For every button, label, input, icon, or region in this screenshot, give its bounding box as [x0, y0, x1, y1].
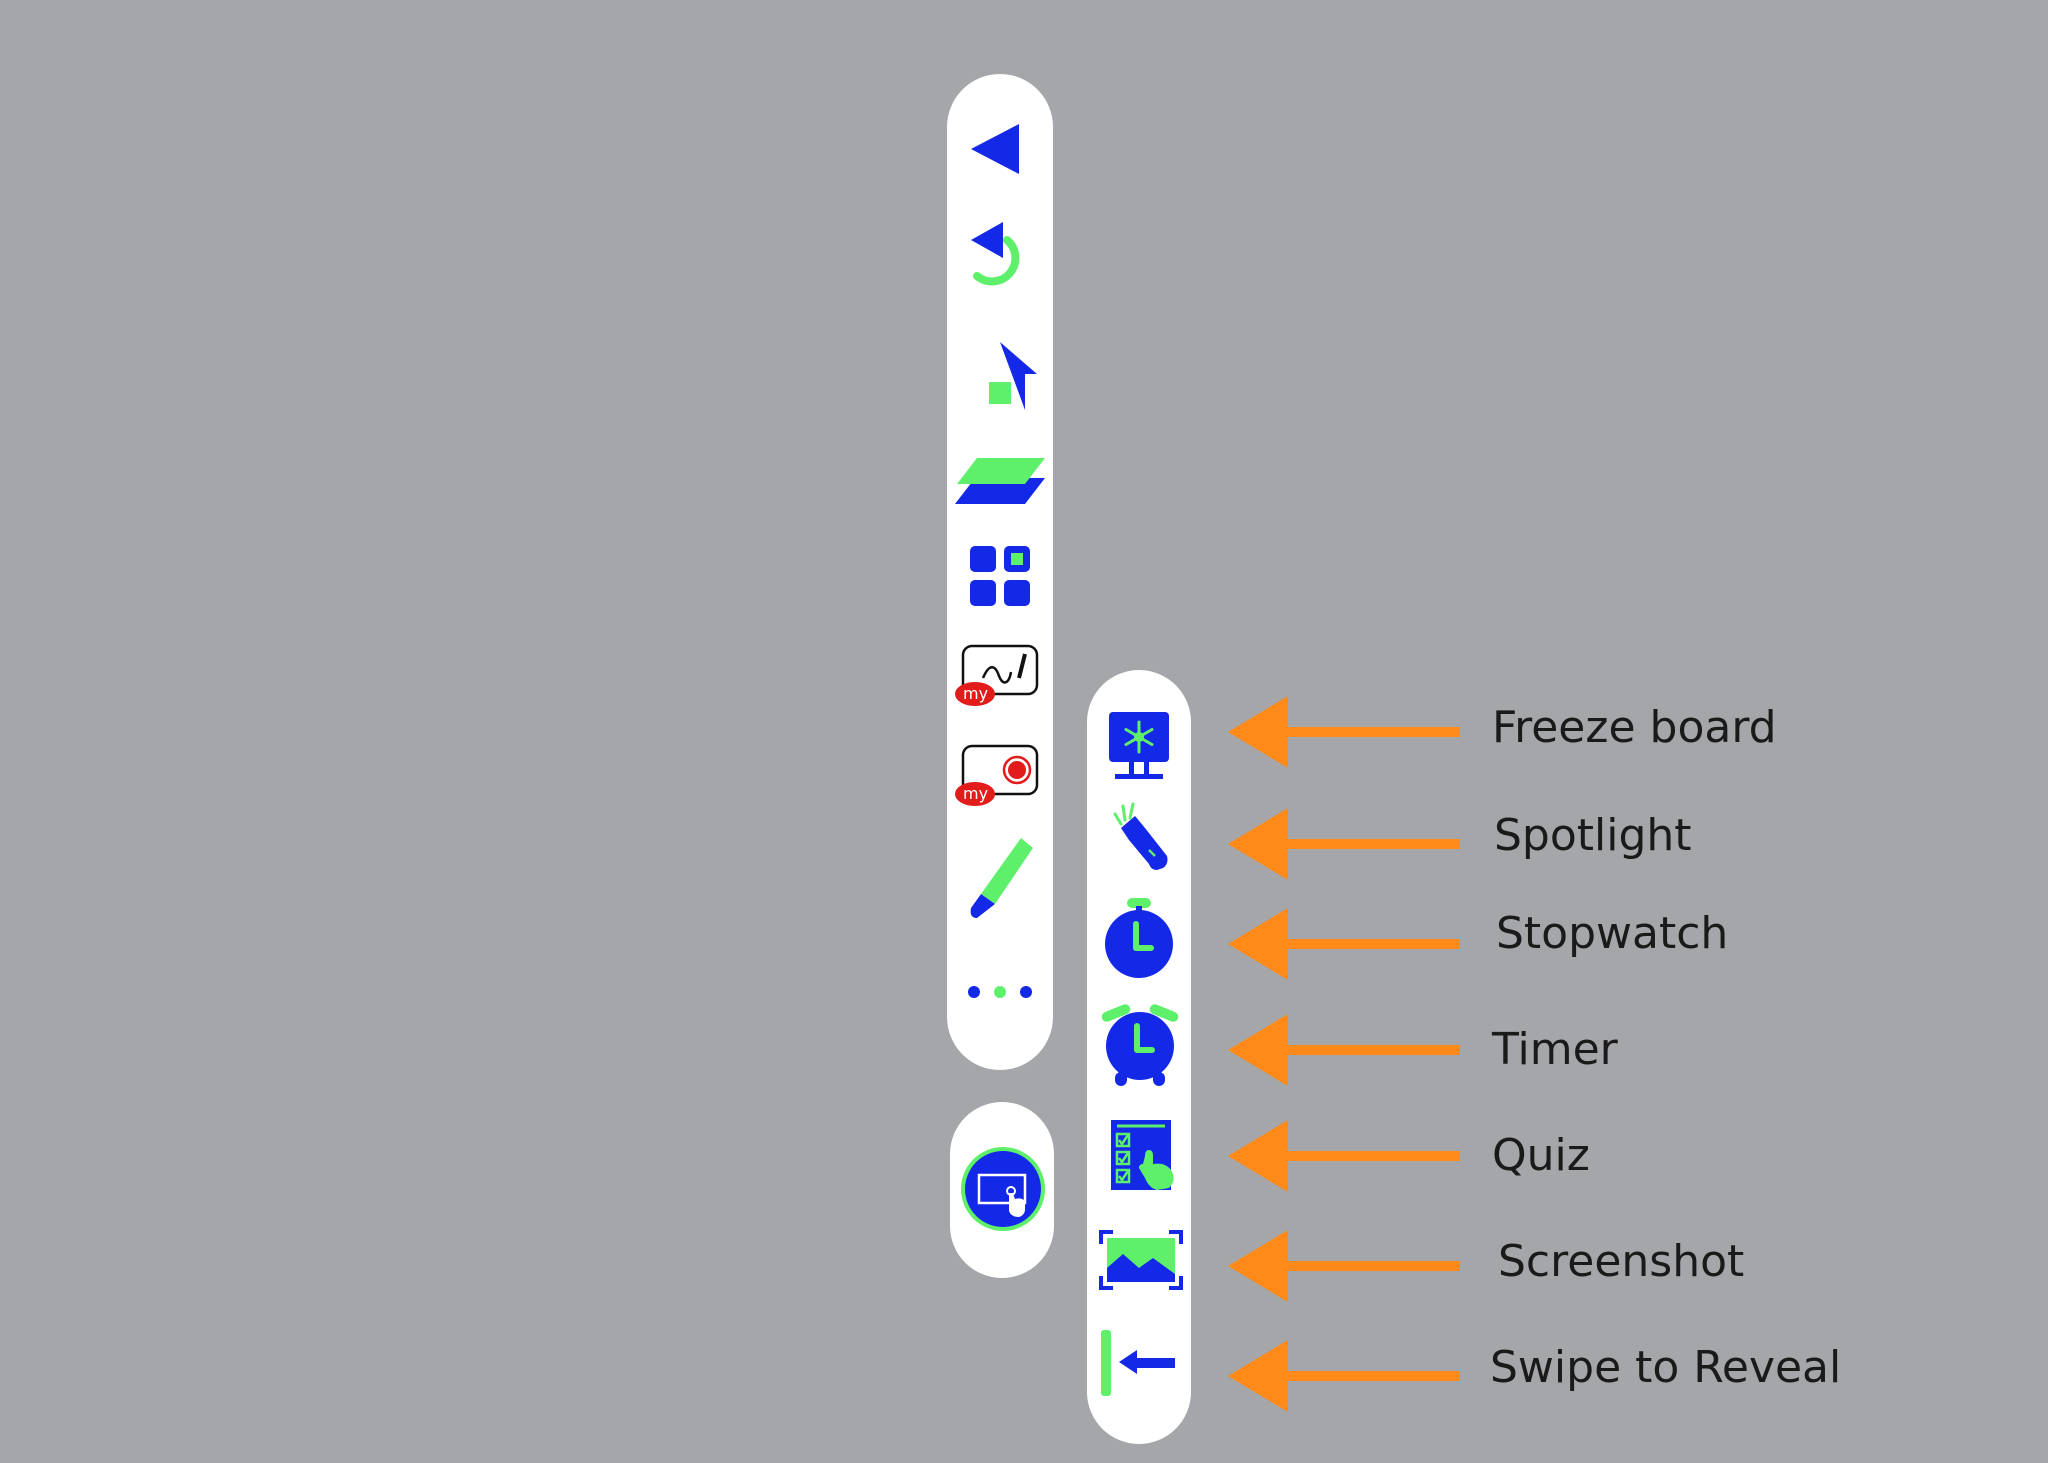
arrow-spotlight [1228, 808, 1460, 880]
swipe-to-reveal-icon[interactable] [1099, 1328, 1181, 1398]
more-dots-icon[interactable] [965, 982, 1035, 1002]
layers-icon[interactable] [955, 454, 1045, 510]
undo-icon[interactable] [967, 218, 1033, 298]
screenshot-icon[interactable] [1099, 1230, 1183, 1290]
label-swipe-to-reveal: Swipe to Reveal [1490, 1342, 1842, 1393]
touch-toolbar [950, 1102, 1054, 1278]
arrow-stopwatch [1228, 908, 1460, 980]
apps-grid-icon[interactable] [968, 544, 1032, 608]
timer-icon[interactable] [1099, 998, 1181, 1088]
my-recorder-button[interactable]: my [955, 744, 1039, 808]
my-whiteboard-icon [955, 644, 1039, 706]
label-spotlight: Spotlight [1494, 810, 1692, 861]
my-recorder-icon [955, 744, 1039, 806]
label-screenshot: Screenshot [1498, 1236, 1745, 1287]
label-timer: Timer [1492, 1024, 1618, 1075]
quiz-icon[interactable] [1109, 1118, 1179, 1192]
main-toolbar: my my [947, 74, 1053, 1070]
arrow-quiz [1228, 1120, 1460, 1192]
arrow-freeze-board [1228, 696, 1460, 768]
arrow-swipe-to-reveal [1228, 1340, 1460, 1412]
label-quiz: Quiz [1492, 1130, 1590, 1181]
tools-toolbar [1087, 670, 1191, 1444]
arrow-screenshot [1228, 1230, 1460, 1302]
freeze-board-icon[interactable] [1107, 710, 1171, 784]
my-badge-text: my [963, 684, 989, 703]
home-icon[interactable] [961, 338, 1039, 420]
my-whiteboard-button[interactable]: my [955, 644, 1039, 708]
label-stopwatch: Stopwatch [1496, 908, 1729, 959]
stopwatch-icon[interactable] [1103, 896, 1175, 980]
marker-icon[interactable] [967, 834, 1037, 920]
back-triangle-icon[interactable] [967, 116, 1033, 182]
spotlight-icon[interactable] [1107, 800, 1173, 876]
touch-screen-icon[interactable] [959, 1145, 1047, 1233]
my-badge-text: my [963, 784, 989, 803]
arrow-timer [1228, 1014, 1460, 1086]
label-freeze-board: Freeze board [1492, 702, 1777, 753]
